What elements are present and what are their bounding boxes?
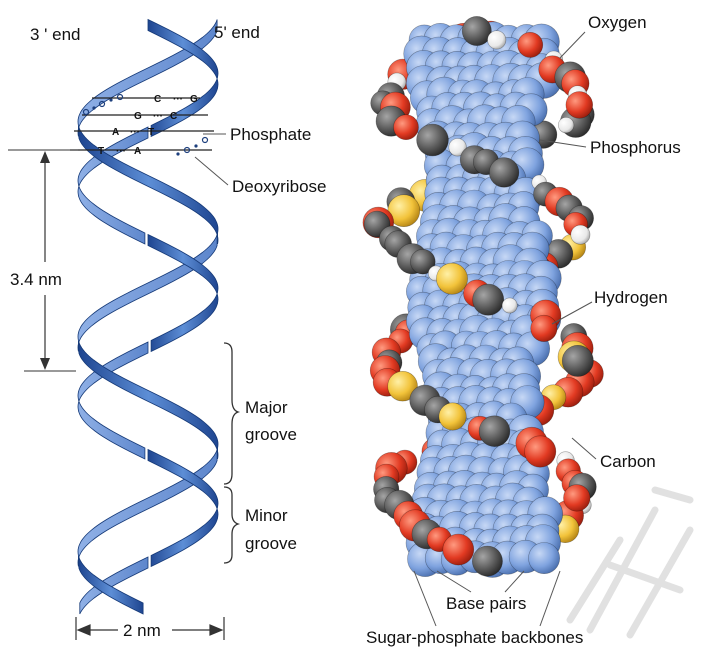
hydrogen-atom — [488, 31, 506, 49]
carbon-atom — [562, 345, 593, 376]
carbon-atom — [479, 416, 510, 447]
carbon-atom — [417, 124, 449, 156]
carbon-atom — [472, 546, 502, 576]
width-label: 2 nm — [123, 621, 161, 640]
base-pair-4-dots: ··· — [116, 146, 126, 157]
minor-groove-label-line1: Minor — [245, 506, 288, 525]
base-pair-1-right: G — [190, 94, 198, 105]
oxygen-atom — [531, 315, 557, 341]
hydrogen-label: Hydrogen — [594, 288, 668, 307]
end-5-prime-label: 5' end — [214, 23, 260, 42]
major-groove-label-line2: groove — [245, 425, 297, 444]
end-3-prime-label: 3 ' end — [30, 25, 81, 44]
helix-strand-2-segment — [79, 342, 218, 459]
base-pair-3-dots: ··· — [130, 127, 140, 138]
minor-groove-label-line2: groove — [245, 534, 297, 553]
phosphorus-label: Phosphorus — [590, 138, 681, 157]
oxygen-atom — [443, 534, 474, 565]
oxygen-atom — [566, 92, 593, 119]
base-pair-2-right: C — [170, 111, 177, 122]
base-pairs-label: Base pairs — [446, 594, 526, 613]
carbon-atom — [462, 16, 491, 45]
backbone-leader-right — [540, 571, 560, 626]
major-groove-label-line1: Major — [245, 398, 288, 417]
hydrogen-atom — [502, 298, 517, 313]
oxygen-atom — [525, 436, 556, 467]
base-pair-4-left: T — [98, 146, 104, 157]
oxygen-atom — [564, 485, 591, 512]
helix-strand-2-segment — [78, 20, 217, 137]
base-pair-2-left: G — [134, 111, 142, 122]
double-helix-ribbon — [78, 20, 218, 615]
deoxyribose-label: Deoxyribose — [232, 177, 327, 196]
base-pair-1-dots: ··· — [173, 94, 183, 105]
helix-strand-2-segment — [78, 450, 217, 567]
carbon-atom — [489, 158, 519, 188]
pitch-dimension — [8, 150, 78, 371]
space-filling-model — [363, 16, 604, 577]
base-pair-3-right: T — [148, 127, 154, 138]
hydrogen-atom — [558, 117, 574, 133]
base-pair-2-dots: ··· — [153, 111, 163, 122]
phosphate-label: Phosphate — [230, 125, 311, 144]
carbon-leader — [572, 438, 596, 459]
phosphorus-atom — [439, 403, 466, 430]
groove-brackets — [224, 343, 238, 563]
hydrogen-atom — [571, 225, 590, 244]
base-atom — [529, 543, 560, 574]
base-pair-1-left: C — [154, 94, 161, 105]
oxygen-atom — [518, 32, 543, 57]
oxygen-label: Oxygen — [588, 13, 647, 32]
pitch-label: 3.4 nm — [10, 270, 62, 289]
carbon-atom — [473, 284, 504, 315]
backbones-label: Sugar-phosphate backbones — [366, 628, 583, 647]
oxygen-atom — [394, 115, 419, 140]
helix-strand-2-segment — [79, 127, 218, 244]
oxygen-leader — [560, 32, 585, 58]
backbone-leader-left — [414, 571, 436, 626]
base-pair-3-left: A — [112, 127, 119, 138]
deoxyribose-leader — [195, 157, 228, 185]
carbon-label: Carbon — [600, 452, 656, 471]
helix-strand-2-segment — [78, 235, 217, 352]
phosphorus-atom — [436, 263, 467, 294]
base-pair-4-right: A — [134, 146, 141, 157]
